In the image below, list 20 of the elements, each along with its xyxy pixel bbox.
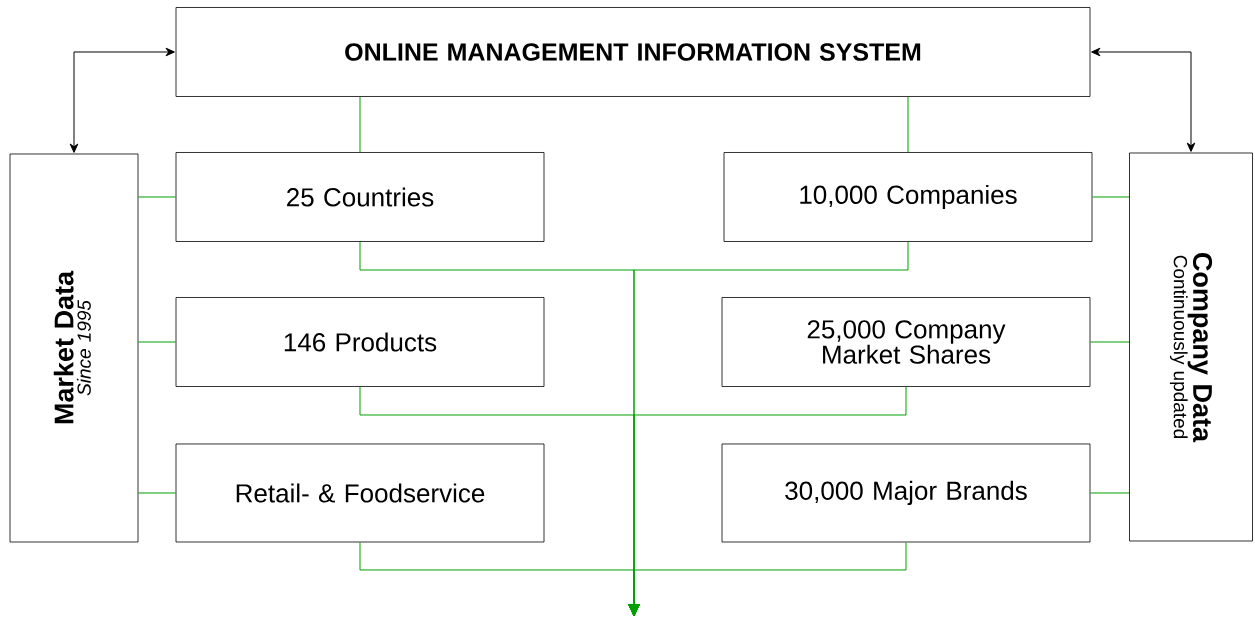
- connector-line: [1089, 492, 1130, 494]
- title-box: ONLINE MANAGEMENT INFORMATION SYSTEM: [175, 7, 1091, 97]
- process-box: 25 Countries: [175, 152, 545, 242]
- connector-line: [137, 341, 177, 343]
- process-box: 30,000 Major Brands: [721, 443, 1091, 543]
- connector-line: [137, 196, 177, 198]
- arrow: [628, 541, 907, 617]
- process-box: 25,000 Company Market Shares: [721, 297, 1091, 387]
- process-box: Retail- & Foodservice: [175, 443, 545, 543]
- connector-line: [137, 492, 177, 494]
- process-box: 10,000 Companies: [723, 152, 1093, 242]
- connector-line: [1091, 196, 1130, 198]
- connector-line: [359, 96, 361, 153]
- process-box: 146 Products: [175, 297, 545, 387]
- arrow: [69, 47, 175, 153]
- connector-line: [907, 96, 909, 153]
- side-box: Market Data Since 1995: [9, 153, 139, 543]
- side-box: Company Data Continuously updated: [1129, 152, 1253, 542]
- connector-line: [1089, 341, 1130, 343]
- arrow: [1091, 47, 1196, 152]
